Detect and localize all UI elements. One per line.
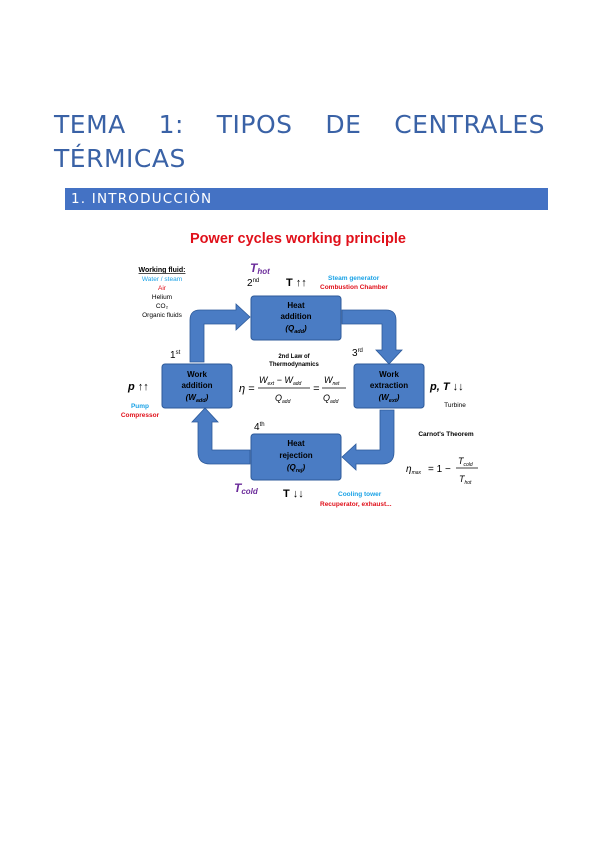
arrow-bottom-right [341,409,395,471]
heat-rejection-line3: (Qrej) [287,463,306,474]
heat-addition-line3: (Qadd) [285,324,307,335]
figure-title: Power cycles working principle [190,231,406,247]
work-extraction-box [353,363,425,409]
top-t-up: T ↑↑ [286,277,307,289]
svg-text:Qadd: Qadd [275,393,291,405]
svg-text:= 1 −: = 1 − [428,464,451,475]
compressor-label: Compressor [121,412,160,419]
heat-addition-line2: addition [280,312,311,321]
arrow-bottom-left [191,407,251,465]
work-extraction-line3: (Wext) [379,393,400,404]
t-hot-label: Thot [250,261,270,276]
turbine-label: Turbine [444,402,466,409]
t-cold-label: Tcold [234,481,259,496]
work-addition-line3: (Wadd) [186,393,209,404]
heat-rejection-box [250,433,342,481]
step-2nd: 2nd [247,278,259,289]
work-addition-line2: addition [181,381,212,390]
work-addition-line1: Work [187,370,207,379]
carnot-formula: ηmax = 1 − Tcold Thot [406,456,478,486]
svg-text:η =: η = [239,383,255,395]
carnot-label: Carnot's Theorem [418,431,474,438]
page-title: TEMA 1: TIPOS DE CENTRALES TÉRMICAS [54,110,545,173]
working-fluid-label: Working fluid: [139,267,186,274]
recuperator-label: Recuperator, exhaust... [320,501,392,508]
section-heading: 1. INTRODUCCIÒN [65,188,548,210]
fluid-co2: CO₂ [156,303,169,310]
svg-text:Thot: Thot [459,474,472,486]
bottom-t-down: T ↓↓ [283,488,304,500]
work-addition-box [161,363,233,409]
arrow-top-right [341,309,403,365]
left-p-up: p ↑↑ [127,381,149,393]
pump-label: Pump [131,403,149,410]
right-pt-down: p, T ↓↓ [429,381,464,393]
svg-text:ηmax: ηmax [406,464,422,476]
svg-text:Tcold: Tcold [458,456,473,468]
power-cycle-diagram: Power cycles working principle Working f… [121,231,478,508]
second-law-line2: Thermodynamics [269,362,319,368]
svg-text:Wnet: Wnet [324,375,340,387]
svg-text:Wext − Wadd: Wext − Wadd [259,375,301,387]
heat-addition-line1: Heat [287,301,305,310]
cooling-tower-label: Cooling tower [338,491,382,498]
step-4th: 4th [254,422,265,433]
svg-text:=: = [313,383,320,395]
arrow-top-left [189,303,251,363]
steam-generator-label: Steam generator [328,275,380,282]
fluid-water-steam: Water / steam [142,276,182,283]
step-1st: 1st [170,350,181,361]
heat-addition-box [250,295,342,341]
work-extraction-line2: extraction [370,381,408,390]
second-law-line1: 2nd Law of [278,354,310,360]
combustion-chamber-label: Combustion Chamber [320,284,388,291]
fluid-air: Air [158,285,167,292]
fluid-helium: Helium [152,294,172,301]
heat-rejection-line1: Heat [287,439,305,448]
step-3rd: 3rd [352,348,363,359]
fluid-organic: Organic fluids [142,312,182,319]
svg-text:Qadd: Qadd [323,393,339,405]
work-extraction-line1: Work [379,370,399,379]
efficiency-formula: η = Wext − Wadd Qadd = Wnet Qadd [239,375,346,405]
heat-rejection-line2: rejection [279,451,312,460]
